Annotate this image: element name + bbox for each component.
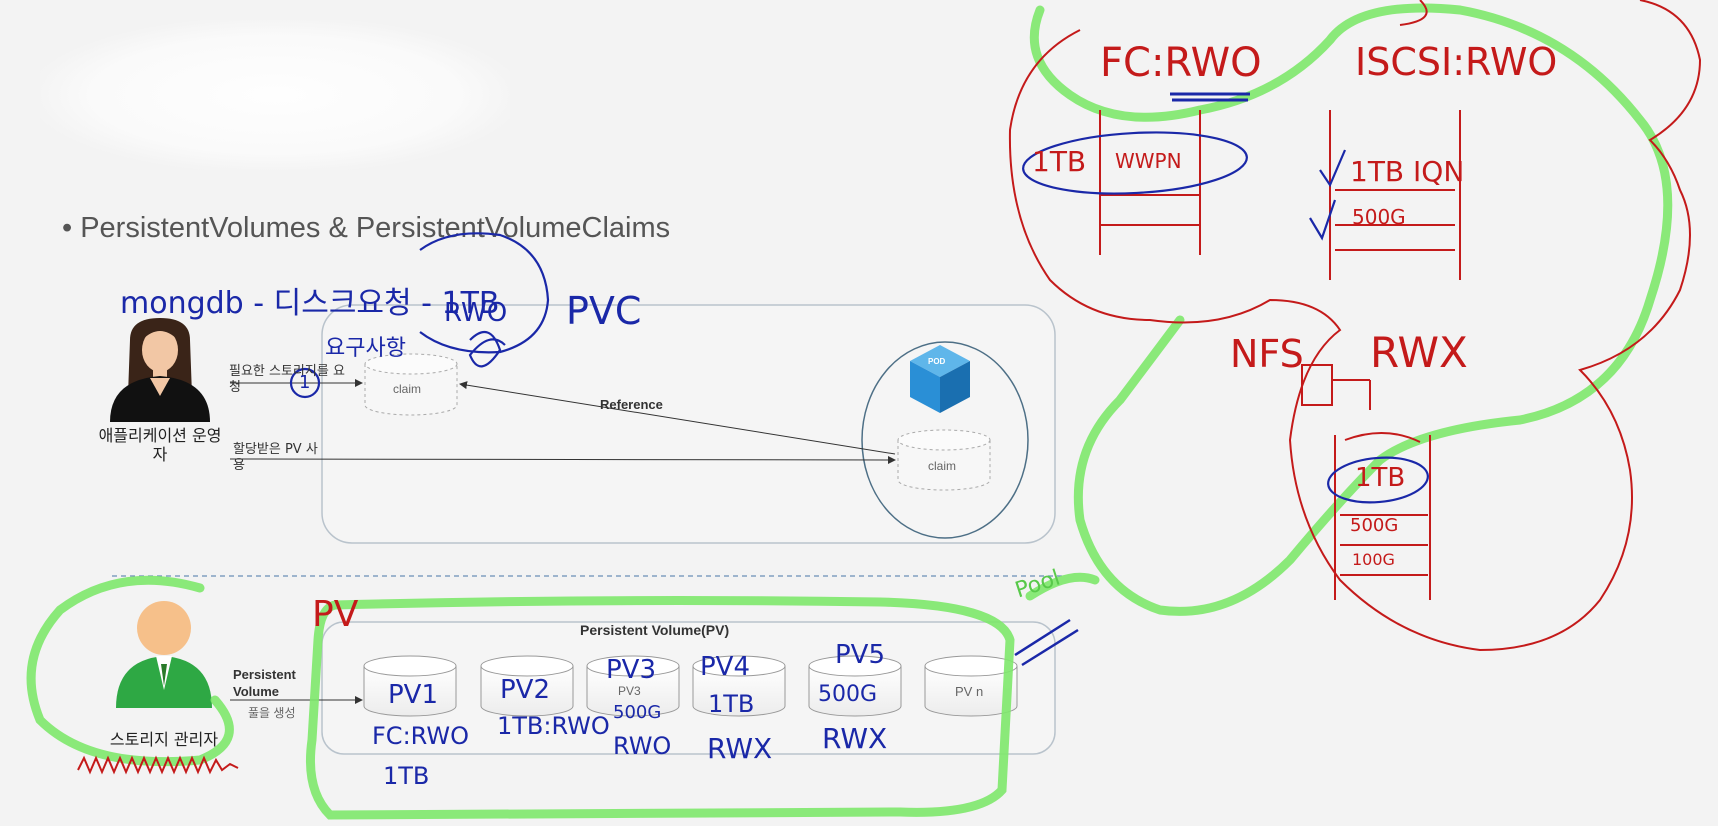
- storage-admin-role-label: 스토리지 관리자: [109, 730, 219, 749]
- pvc-area-box: [321, 304, 1056, 544]
- create-label-3: 풀을 생성: [248, 706, 296, 720]
- pvc-note-line2: 요구사항: [325, 336, 406, 361]
- pv1-handwritten-name: PV1: [388, 680, 439, 710]
- create-label-1: Persistent: [233, 667, 296, 682]
- pv4-handwritten-mode: RWX: [707, 732, 773, 765]
- pv-cylinder-5: [808, 655, 902, 717]
- pod-cube-icon: [910, 345, 970, 413]
- blurred-area: [40, 20, 510, 170]
- pv5-handwritten-mode: RWX: [822, 722, 888, 755]
- pvc-handwritten-label: PVC: [566, 289, 642, 333]
- pv2-handwritten-type: 1TB:RWO: [497, 712, 610, 740]
- pvc-note-line1: mongdb - 디스크요청 - 1TB: [120, 286, 500, 321]
- pv-cylinder-4: [692, 655, 786, 717]
- pv-pool-title: Persistent Volume(PV): [580, 622, 730, 638]
- create-label-2: Volume: [233, 684, 279, 699]
- pv-cylinder-n: [924, 655, 1018, 717]
- reference-arrow: [459, 381, 896, 455]
- pv1-handwritten-size: 1TB: [383, 762, 430, 790]
- pv-cylinder-2: [480, 655, 574, 717]
- pv-cylinder-3: [586, 655, 680, 717]
- nfs-mode: RWX: [1370, 328, 1468, 377]
- fc-row-size: 1TB: [1032, 145, 1087, 178]
- pv3-handwritten-name: PV3: [606, 655, 657, 685]
- pvn-printed-label: PV n: [955, 684, 984, 699]
- pv-cylinder-1: [363, 655, 457, 717]
- nfs-row-1: 1TB: [1355, 463, 1406, 493]
- blue-pen-strokes: [289, 92, 1429, 667]
- pv-pool-box: [321, 621, 1056, 755]
- pv4-handwritten-name: PV4: [700, 652, 751, 682]
- use-label: 할당받은 PV 사용: [233, 442, 318, 473]
- iscsi-title: ISCSI:RWO: [1355, 40, 1558, 84]
- pv3-handwritten-mode: RWO: [613, 732, 672, 760]
- nfs-title: NFS: [1230, 332, 1304, 376]
- pv-handwritten-label: PV: [312, 594, 359, 635]
- pv5-handwritten-name: PV5: [835, 640, 886, 670]
- step-number: 1: [299, 372, 311, 393]
- red-squiggle: [77, 755, 239, 775]
- storage-admin-avatar-icon: [116, 601, 212, 708]
- slide-title: • PersistentVolumes & PersistentVolumeCl…: [62, 212, 671, 244]
- pv2-handwritten-name: PV2: [500, 675, 551, 705]
- request-label: 필요한 스토리지를 요청: [229, 364, 345, 395]
- operator-role-label: 애플리케이션 운영자: [98, 426, 222, 464]
- use-arrow: [229, 455, 896, 464]
- operator-avatar-icon: [110, 318, 210, 422]
- claim-right-label: claim: [928, 459, 957, 473]
- nfs-row-2: 500G: [1350, 515, 1399, 536]
- claim-right-cylinder: [897, 429, 991, 491]
- claim-left-label: claim: [393, 382, 422, 396]
- red-pen-cloud: [1008, 0, 1702, 652]
- nfs-row-3: 100G: [1352, 550, 1395, 569]
- claim-left-cylinder: [364, 353, 458, 416]
- pv4-handwritten-size: 1TB: [708, 690, 755, 718]
- iscsi-row-1: 1TB IQN: [1350, 155, 1465, 188]
- pod-ellipse: [861, 341, 1029, 539]
- pvc-note-rwo: RWO: [444, 298, 508, 328]
- iscsi-row-2: 500G: [1352, 205, 1406, 229]
- fc-row-wwpn: WWPN: [1115, 149, 1182, 173]
- reference-label: Reference: [600, 397, 663, 412]
- fc-title: FC:RWO: [1100, 40, 1262, 86]
- pv3-handwritten-size: 500G: [613, 702, 662, 723]
- pod-label: POD: [928, 357, 946, 366]
- pv5-handwritten-size: 500G: [818, 682, 878, 707]
- pv3-printed-label: PV3: [618, 684, 641, 698]
- pv1-handwritten-type: FC:RWO: [372, 722, 469, 750]
